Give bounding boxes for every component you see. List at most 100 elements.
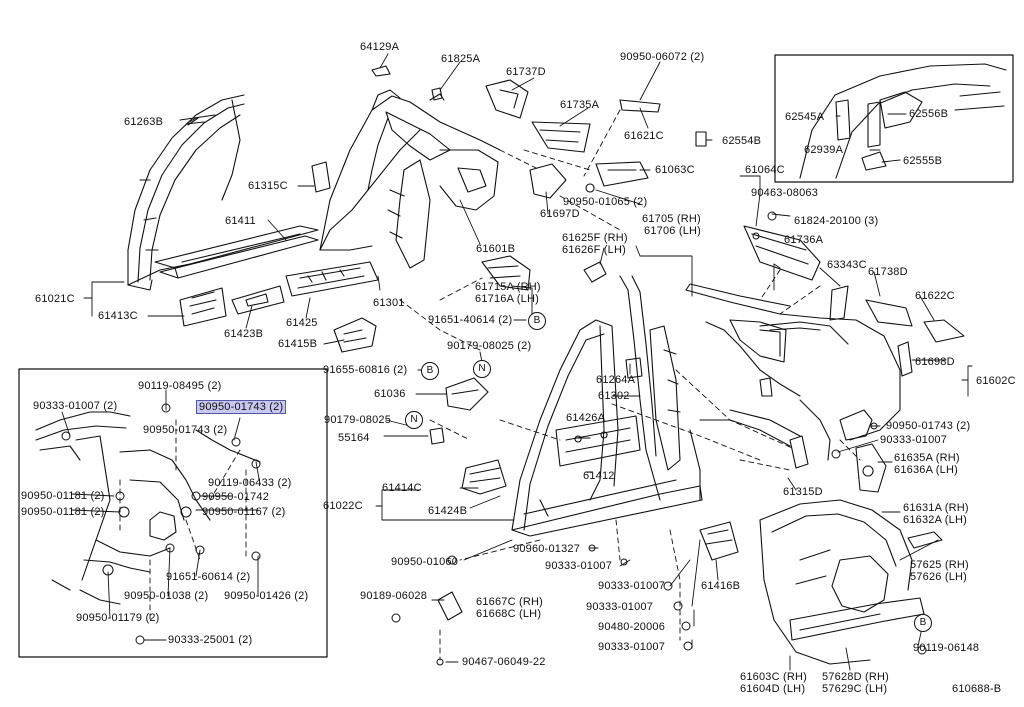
label-61621c: 61621C (624, 130, 664, 142)
rear-quarter-inset-drawing (799, 63, 1007, 179)
label-61411: 61411 (225, 215, 256, 227)
label-90333-01007-right: 90333-01007 (880, 434, 948, 446)
label-90950-01179: 90950-01179 (2) (76, 612, 160, 624)
label-90960-01327: 90960-01327 (513, 543, 581, 555)
label-90950-01060: 90950-01060 (391, 556, 459, 568)
label-61423b: 61423B (224, 328, 264, 340)
callout-b-1: B (528, 312, 546, 330)
label-61063c: 61063C (655, 164, 695, 176)
wheelhouse-61603c-drawing (759, 499, 925, 665)
label-61667c-rh: 61667C (RH) (476, 596, 544, 608)
label-90950-01743-highlighted[interactable]: 90950-01743 (2) (196, 400, 287, 414)
label-61601b: 61601B (476, 243, 516, 255)
fastener-symbols (61, 211, 927, 666)
label-61625f-rh: 61625F (RH) (562, 232, 628, 244)
label-90119-06148: 90119-06148 (913, 642, 980, 654)
rear-body-61602c-drawing (685, 283, 901, 501)
label-61315d: 61315D (783, 486, 823, 498)
label-61715a-rh: 61715A (RH) (475, 281, 541, 293)
b-pillar-61705-drawing (619, 275, 681, 501)
label-61738d: 61738D (868, 266, 908, 278)
label-61602c: 61602C (976, 375, 1016, 387)
label-61705-rh: 61705 (RH) (642, 213, 701, 225)
label-61668c-lh: 61668C (LH) (476, 608, 542, 620)
label-57626-lh: 57626 (LH) (910, 571, 968, 583)
label-90950-01065: 90950-01065 (2) (563, 196, 648, 208)
label-61825a: 61825A (441, 53, 481, 65)
label-61698d: 61698D (915, 356, 955, 368)
label-57625-rh: 57625 (RH) (910, 559, 969, 571)
label-61736a: 61736A (784, 234, 824, 246)
callout-b-3: B (914, 614, 932, 632)
door-inset-drawing (35, 411, 261, 605)
label-61415b: 61415B (278, 338, 318, 350)
label-61632a-lh: 61632A (LH) (903, 514, 967, 526)
label-90119-06433: 90119-06433 (2) (208, 477, 292, 489)
label-61036: 61036 (374, 388, 406, 400)
label-61263b: 61263B (124, 116, 164, 128)
label-61264a: 61264A (596, 374, 636, 386)
label-61716a-lh: 61716A (LH) (475, 293, 539, 305)
label-61064c: 61064C (745, 164, 785, 176)
label-61622c: 61622C (915, 290, 955, 302)
label-62545a: 62545A (785, 111, 825, 123)
label-61021c: 61021C (35, 293, 75, 305)
label-62556b: 62556B (909, 108, 949, 120)
label-61426a: 61426A (566, 412, 606, 424)
label-90950-01426: 90950-01426 (2) (224, 590, 309, 602)
label-61603c-rh: 61603C (RH) (740, 671, 808, 683)
upper-small-parts-drawing (371, 65, 707, 199)
label-57628d-rh: 57628D (RH) (822, 671, 890, 683)
label-90950-06072: 90950-06072 (2) (620, 51, 705, 63)
label-62554b: 62554B (722, 135, 762, 147)
label-90333-01007-2: 90333-01007 (2) (33, 400, 118, 412)
label-90463-08063: 90463-08063 (751, 187, 819, 199)
label-61414c: 61414C (382, 482, 422, 494)
label-90950-01181-b: 90950-01181 (2) (21, 506, 105, 518)
rocker-61411-drawing (154, 225, 319, 279)
label-61315c: 61315C (248, 180, 288, 192)
label-90333-01007-b: 90333-01007 (586, 601, 654, 613)
leader-lines (61, 53, 973, 671)
label-61416b: 61416B (701, 580, 741, 592)
label-90467-06049-22: 90467-06049-22 (462, 656, 546, 668)
label-57629c-lh: 57629C (LH) (822, 683, 888, 695)
dashed-assembly-lines (119, 109, 861, 661)
label-90179-08025: 90179-08025 (324, 414, 392, 426)
label-61636a-lh: 61636A (LH) (894, 464, 958, 476)
label-90950-01742: 90950-01742 (202, 491, 270, 503)
inset-box-door-trim (18, 368, 328, 658)
label-90333-01007-mid: 90333-01007 (545, 560, 613, 572)
label-61412: 61412 (583, 470, 615, 482)
label-90950-01167: 90950-01167 (2) (202, 506, 286, 518)
label-61824-20100: 61824-20100 (3) (794, 215, 879, 227)
label-55164: 55164 (338, 432, 370, 444)
label-90333-01007-c: 90333-01007 (598, 641, 666, 653)
label-62939a: 62939A (804, 144, 844, 156)
label-91655-60816: 91655-60816 (2) (323, 364, 408, 376)
label-61626f-lh: 61626F (LH) (562, 244, 626, 256)
label-91651-60614: 91651-60614 (2) (166, 571, 251, 583)
front-pillar-61021c-drawing (127, 94, 245, 291)
label-90950-01743-right: 90950-01743 (2) (886, 420, 971, 432)
label-90950-01038: 90950-01038 (2) (124, 590, 209, 602)
callout-n-2: N (405, 411, 423, 429)
label-61635a-rh: 61635A (RH) (894, 452, 960, 464)
label-90189-06028: 90189-06028 (360, 590, 428, 602)
diagram-code: 610688-B (952, 683, 1002, 695)
quarter-shell-61601b-drawing (311, 89, 501, 269)
label-90333-01007-a: 90333-01007 (598, 580, 666, 592)
label-90950-01743-inset: 90950-01743 (2) (143, 424, 228, 436)
label-61301: 61301 (373, 297, 405, 309)
label-61604d-lh: 61604D (LH) (740, 683, 806, 695)
label-90480-20006: 90480-20006 (598, 621, 666, 633)
label-61737d: 61737D (506, 66, 546, 78)
label-90950-01181-a: 90950-01181 (2) (21, 490, 105, 502)
label-91651-40614: 91651-40614 (2) (428, 314, 513, 326)
label-61302: 61302 (598, 390, 630, 402)
label-61631a-rh: 61631A (RH) (903, 502, 969, 514)
rear-small-parts-drawing (743, 225, 965, 549)
label-90179-08025-2: 90179-08025 (2) (447, 340, 532, 352)
